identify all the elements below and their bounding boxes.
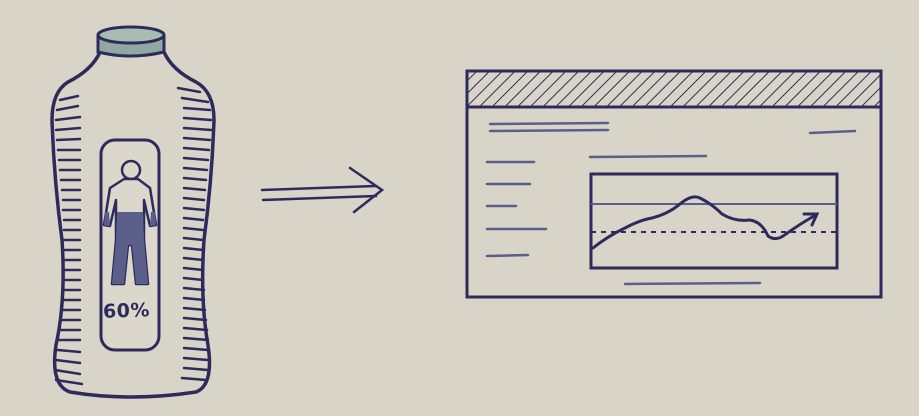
bottle-cap-top: [98, 27, 164, 43]
bottle-hatching-left: [55, 96, 82, 384]
window-sidebar: [487, 162, 546, 256]
chart-frame: [591, 174, 837, 268]
window-header: [467, 71, 881, 107]
line-chart-icon: [591, 174, 837, 268]
bottle-percent-label: 60%: [103, 299, 151, 323]
bottle-icon: [52, 27, 214, 397]
arrow-right-icon: [262, 168, 382, 212]
dashboard-window-icon: [467, 71, 881, 297]
